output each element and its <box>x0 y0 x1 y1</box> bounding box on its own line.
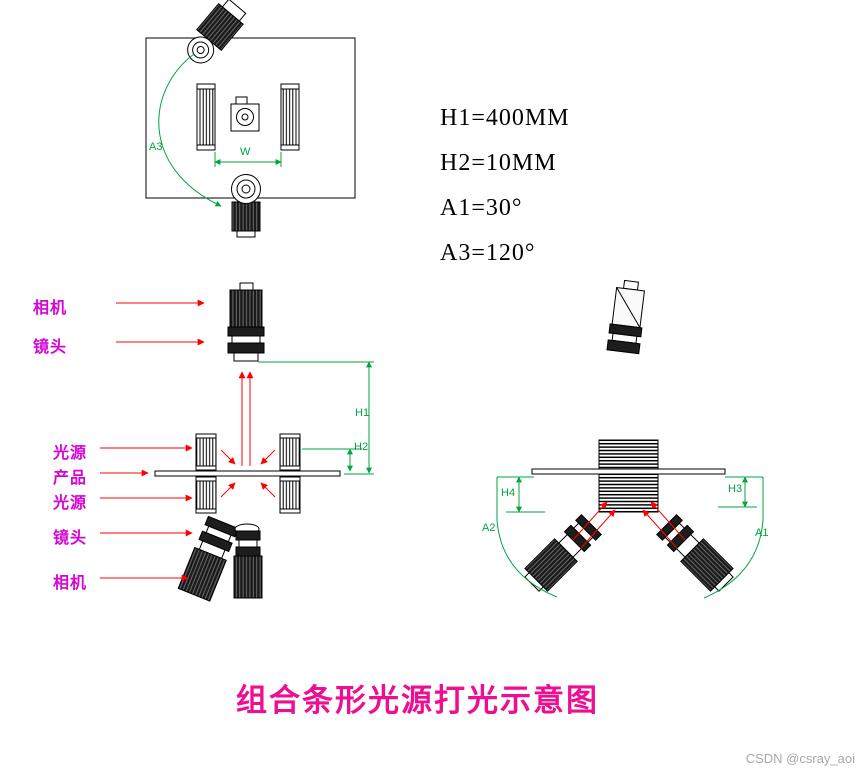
bar-light-stack <box>598 439 659 470</box>
dim-label-h3: H3 <box>728 483 743 495</box>
bar-light-icon <box>280 83 300 151</box>
label-light-lower: 光源 <box>53 495 88 512</box>
top-view-frame <box>145 37 356 199</box>
label-product: 产品 <box>53 470 88 487</box>
label-lens-top: 镜头 <box>33 339 68 356</box>
param-a1: A1=30° <box>440 195 523 221</box>
label-light-upper: 光源 <box>53 445 88 462</box>
label-arrows <box>100 299 205 582</box>
camera-icon <box>606 279 645 355</box>
product-plate <box>531 468 726 475</box>
diagram-title: 组合条形光源打光示意图 <box>236 683 599 718</box>
side-dimensions <box>496 476 764 599</box>
camera-icon <box>233 523 263 599</box>
dim-label-a1: A1 <box>755 527 769 539</box>
tilted-camera-icon <box>656 514 734 592</box>
dim-label-w: W <box>240 146 251 158</box>
tilted-camera-icon <box>187 0 247 64</box>
label-lens-bottom: 镜头 <box>53 530 88 547</box>
bar-light-icon <box>196 83 216 151</box>
a3-arc <box>158 53 222 207</box>
param-h1: H1=400MM <box>440 105 570 131</box>
param-a3: A3=120° <box>440 240 536 266</box>
side-view <box>496 279 764 599</box>
bottom-camera-icon <box>231 174 261 238</box>
tilted-camera-icon <box>177 515 239 602</box>
light-path-arrows <box>572 501 686 549</box>
top-view <box>145 0 356 238</box>
camera-icon <box>227 282 265 362</box>
label-camera-top: 相机 <box>33 300 68 317</box>
label-camera-bottom: 相机 <box>53 575 88 592</box>
bar-light-icon <box>279 476 301 514</box>
bar-light-icon <box>195 433 217 471</box>
dim-label-a3: A3 <box>149 141 163 153</box>
param-h2: H2=10MM <box>440 150 557 176</box>
center-unit-icon <box>230 96 260 132</box>
light-path-arrows <box>220 371 276 498</box>
bar-light-icon <box>195 476 217 514</box>
watermark: CSDN @csray_aoi <box>745 751 855 766</box>
tilted-camera-icon <box>524 514 602 592</box>
dim-label-h2: H2 <box>354 441 369 453</box>
bar-light-stack <box>598 473 659 513</box>
parameter-list: H1=400MM H2=10MM A1=30° A3=120° <box>440 96 570 276</box>
dim-label-a2: A2 <box>482 522 496 534</box>
front-view <box>100 282 374 602</box>
dim-label-h1: H1 <box>355 407 370 419</box>
product-plate <box>154 470 341 477</box>
h1-dimension <box>258 361 374 475</box>
dim-label-h4: H4 <box>501 487 516 499</box>
bar-light-icon <box>279 433 301 471</box>
h2-dimension <box>302 448 362 472</box>
w-dimension <box>214 152 282 167</box>
